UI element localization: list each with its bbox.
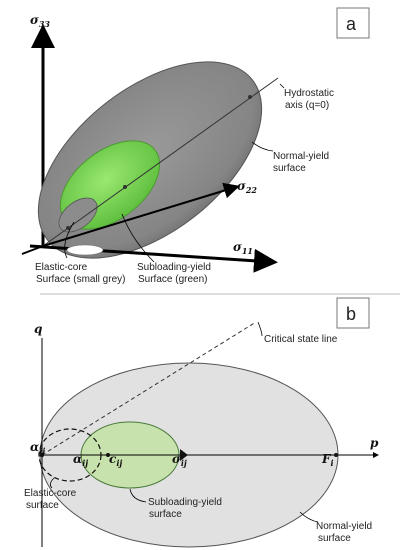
panel-a-badge bbox=[336, 7, 370, 39]
hydrostatic-point-low bbox=[66, 226, 70, 230]
c-ij-label: cij bbox=[109, 452, 122, 468]
F-label: Fi bbox=[321, 452, 334, 468]
hydrostatic-axis-line bbox=[42, 77, 279, 247]
p-axis-label: p bbox=[370, 436, 379, 450]
alpha-left-label: αij bbox=[30, 440, 45, 456]
origin-stub bbox=[21, 245, 44, 255]
highlight-glare bbox=[66, 244, 104, 256]
point-sigma-arrow bbox=[180, 449, 188, 461]
sigma22-axis bbox=[42, 182, 240, 247]
normal-yield-leader bbox=[251, 141, 274, 152]
hydrostatic-point-mid bbox=[123, 185, 127, 189]
sigma33-label: σ33 bbox=[30, 13, 50, 29]
panel-a-badge-text: a bbox=[346, 14, 357, 34]
subloading-leader-b bbox=[129, 488, 147, 503]
elastic-core-leader-a bbox=[64, 221, 75, 259]
hydrostatic-leader bbox=[279, 83, 285, 89]
critical-state-leader bbox=[257, 321, 263, 337]
panel-b-badge bbox=[336, 297, 370, 329]
point-F bbox=[334, 453, 338, 457]
sigma-ij-label: σij bbox=[172, 452, 187, 468]
subloading-leader bbox=[121, 213, 155, 263]
sigma11-label: σ11 bbox=[233, 240, 253, 256]
sigma22-label: σ22 bbox=[237, 179, 257, 195]
normal-yield-leader-b bbox=[299, 511, 319, 523]
elastic-core-leader-b bbox=[50, 477, 55, 489]
point-c bbox=[106, 453, 110, 457]
panel-b: b q p Critical state line αij αij cij σi… bbox=[24, 297, 379, 548]
panel-b-badge-text: b bbox=[346, 304, 356, 324]
critical-state-label: Critical state line bbox=[264, 334, 338, 345]
point-alpha bbox=[39, 452, 45, 458]
elastic-core-ellipsoid bbox=[58, 197, 98, 233]
q-axis-label: q bbox=[34, 322, 42, 336]
alpha-inner-label: αij bbox=[73, 452, 88, 468]
hydrostatic-point-top bbox=[248, 95, 252, 99]
